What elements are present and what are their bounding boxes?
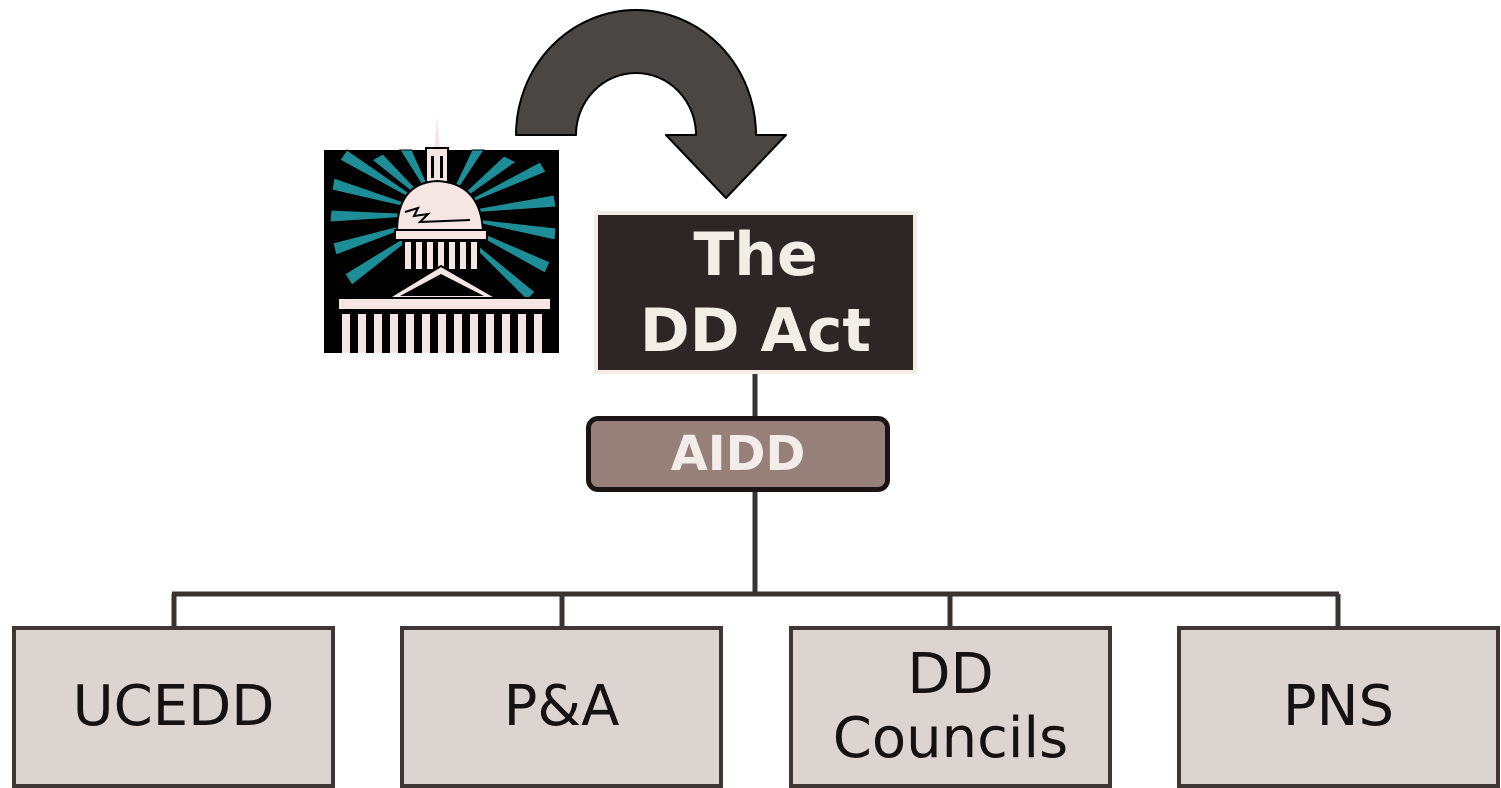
program-label: UCEDD [72,674,275,739]
program-label: PNS [1282,674,1395,739]
aidd-box: AIDD [586,416,890,492]
program-box-dd-councils: DD Councils [789,626,1112,788]
aidd-label: AIDD [670,426,806,482]
program-box-pns: PNS [1177,626,1500,788]
dd-act-line1: The [693,219,818,290]
program-label-line2: Councils [832,706,1069,771]
dd-act-line2: DD Act [639,295,872,366]
program-label: P&A [503,674,620,739]
dd-act-box: The DD Act [594,211,917,374]
program-box-ucedd: UCEDD [12,626,335,788]
program-box-pa: P&A [400,626,723,788]
program-label-line1: DD [907,642,994,707]
